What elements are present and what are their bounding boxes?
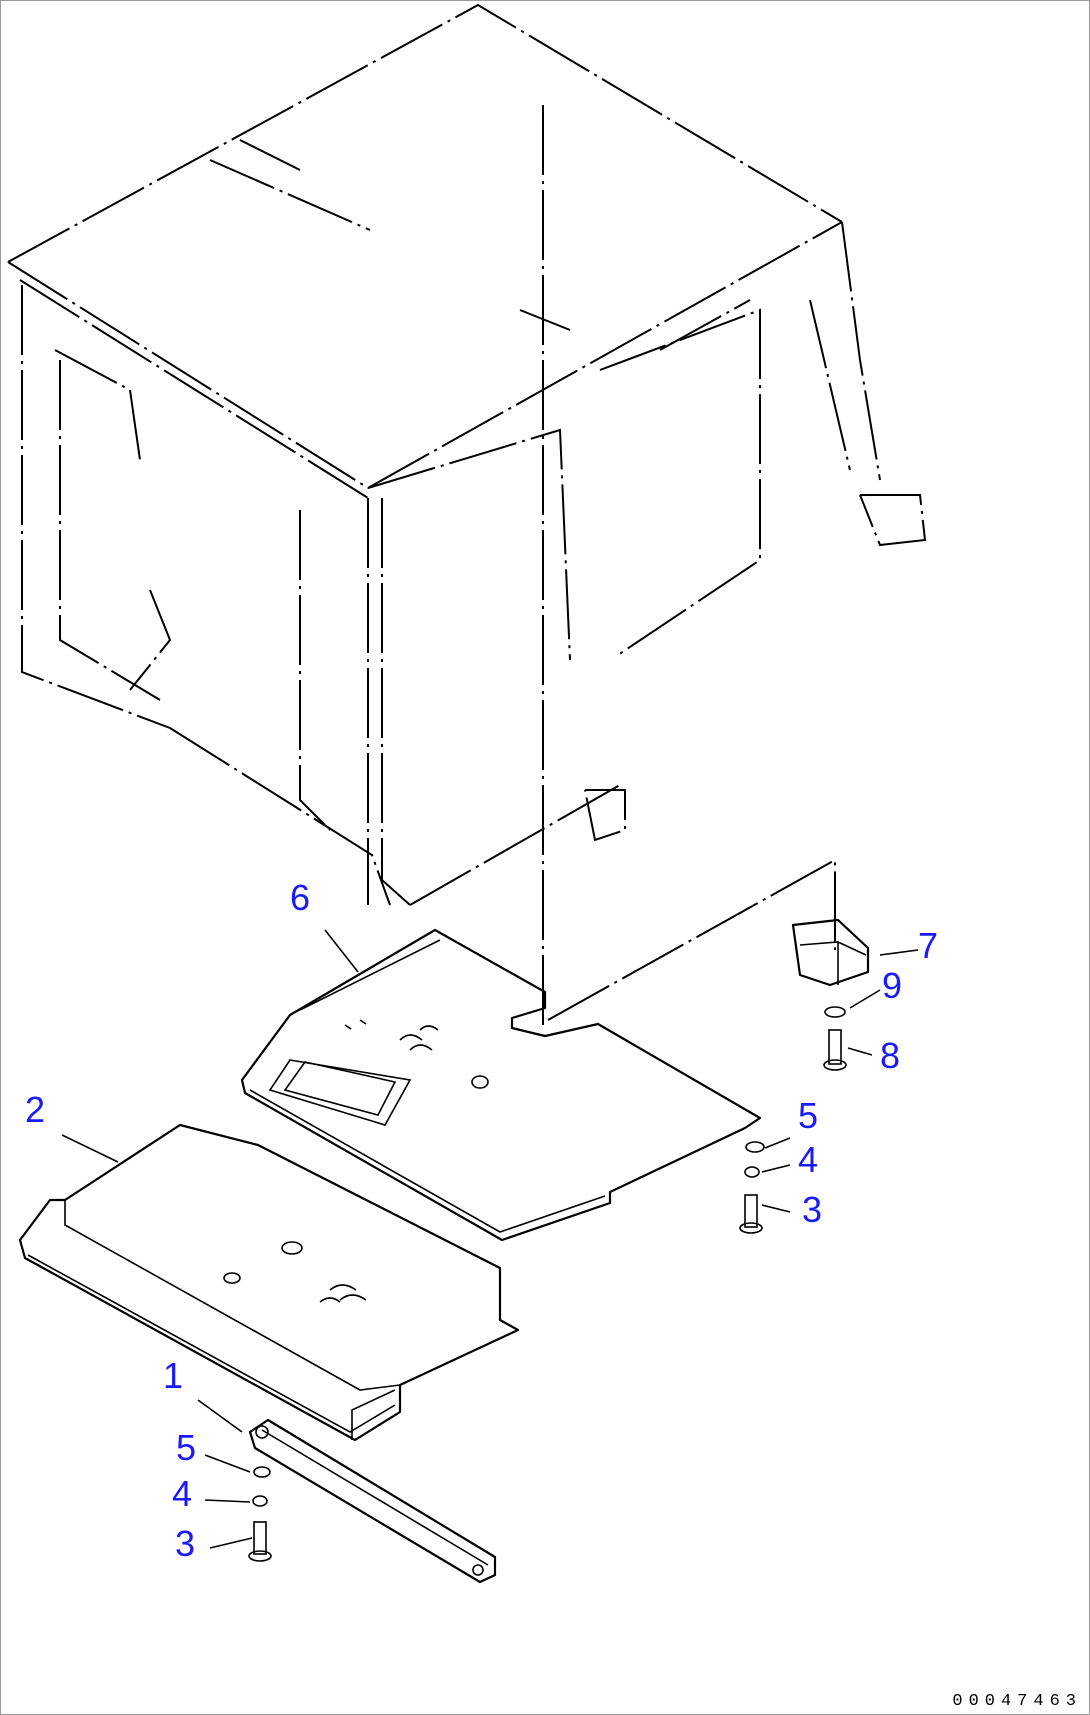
part-2-floor-mat <box>18 1123 520 1442</box>
bolt-3-left <box>253 1521 267 1555</box>
cab-body <box>7 3 927 906</box>
callout-3-left: 3 <box>175 1523 195 1564</box>
callout-5-left: 5 <box>176 1427 196 1468</box>
callout-4-right: 4 <box>798 1139 818 1180</box>
callout-1: 1 <box>163 1355 183 1396</box>
leader-lines <box>61 929 919 1549</box>
washer-4-right <box>744 1166 760 1178</box>
callout-7: 7 <box>918 925 938 966</box>
drawing-reference-code: 00047463 <box>952 1692 1082 1711</box>
part-6-floor-plate <box>240 928 762 1242</box>
callout-2: 2 <box>25 1089 45 1130</box>
washer-4-left <box>252 1495 268 1507</box>
callout-6: 6 <box>290 877 310 918</box>
fasteners-right <box>739 1006 847 1234</box>
assembly-guide-line <box>542 105 836 1025</box>
fasteners-left <box>248 1466 272 1562</box>
callout-8: 8 <box>880 1035 900 1076</box>
bolt-3-right <box>744 1194 758 1228</box>
part-7-bracket <box>791 918 870 987</box>
callout-3-right: 3 <box>802 1189 822 1230</box>
callout-9: 9 <box>882 965 902 1006</box>
callout-5-right: 5 <box>798 1095 818 1136</box>
callout-labels: 6 2 1 5 4 3 5 4 3 7 9 8 <box>25 877 938 1564</box>
washer-5-right <box>745 1141 765 1153</box>
part-1-plate <box>248 1418 497 1584</box>
washer-9 <box>824 1006 846 1018</box>
washer-5-left <box>253 1466 271 1478</box>
callout-4-left: 4 <box>172 1473 192 1514</box>
bolt-8 <box>828 1029 842 1065</box>
